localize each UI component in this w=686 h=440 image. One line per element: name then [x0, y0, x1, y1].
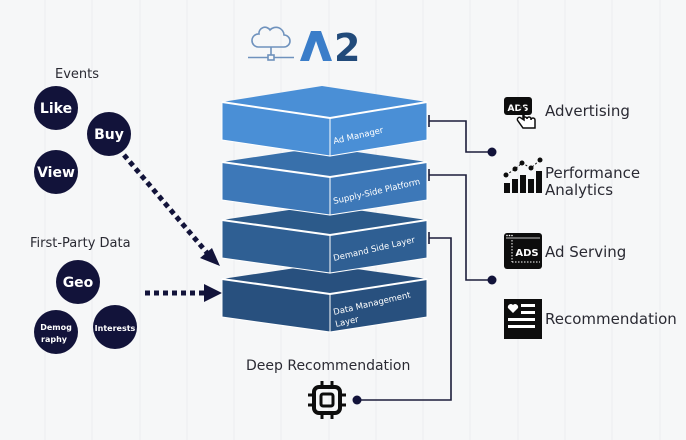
fpd-geo: Geo: [56, 260, 100, 304]
output-recommendation: Recommendation: [504, 299, 677, 339]
event-like: Like: [34, 86, 78, 130]
svg-text:ADS: ADS: [515, 248, 538, 259]
logo-two: 2: [334, 26, 360, 70]
ads-click-icon: ADS: [504, 97, 536, 129]
events-title: Events: [55, 67, 99, 82]
svg-text:Performance: Performance: [545, 164, 640, 182]
svg-text:Demog: Demog: [40, 323, 72, 332]
svg-text:Ad Serving: Ad Serving: [545, 243, 626, 261]
logo-lambda: [300, 31, 332, 61]
svg-text:Geo: Geo: [63, 275, 94, 291]
recommendation-list-icon: [504, 299, 542, 339]
connector-dot-2: [487, 275, 497, 285]
layer-data-management: Data Management Layer: [221, 264, 428, 333]
svg-text:Advertising: Advertising: [545, 102, 630, 120]
svg-text:Analytics: Analytics: [545, 181, 613, 199]
fpd-interests: Interests: [93, 305, 137, 349]
svg-text:ADS: ADS: [508, 104, 529, 114]
svg-text:View: View: [37, 165, 75, 181]
event-buy: Buy: [87, 112, 131, 156]
chip-icon: [308, 381, 346, 419]
output-ad-serving: ADS Ad Serving: [504, 233, 626, 269]
analytics-chart-icon: [503, 157, 543, 193]
cloud-network-icon: [248, 26, 294, 61]
arrow-events-to-dml: [122, 153, 220, 266]
layer-supply-side: Supply-Side Platform: [221, 147, 428, 216]
svg-text:Like: Like: [40, 101, 72, 117]
connector-dot-1: [487, 147, 497, 157]
arrow-fpd-to-dml: [145, 284, 222, 302]
connector-dot-3: [352, 395, 362, 405]
layer-ad-manager: Ad Manager: [221, 86, 428, 157]
connectors: [358, 115, 491, 401]
event-view: View: [34, 150, 78, 194]
deep-recommendation-label: Deep Recommendation: [246, 358, 410, 374]
svg-text:Interests: Interests: [95, 324, 136, 333]
logo: 2: [248, 26, 360, 70]
ad-serving-window-icon: ADS: [504, 233, 542, 269]
first-party-title: First-Party Data: [30, 236, 131, 251]
fpd-demography: Demog raphy: [34, 310, 78, 354]
svg-text:Buy: Buy: [94, 127, 124, 143]
svg-text:Recommendation: Recommendation: [545, 310, 677, 328]
output-performance-analytics: Performance Analytics: [503, 157, 640, 199]
layer-demand-side: Demand Side Layer: [221, 205, 428, 274]
output-advertising: ADS Advertising: [504, 97, 630, 129]
svg-text:raphy: raphy: [41, 335, 68, 344]
